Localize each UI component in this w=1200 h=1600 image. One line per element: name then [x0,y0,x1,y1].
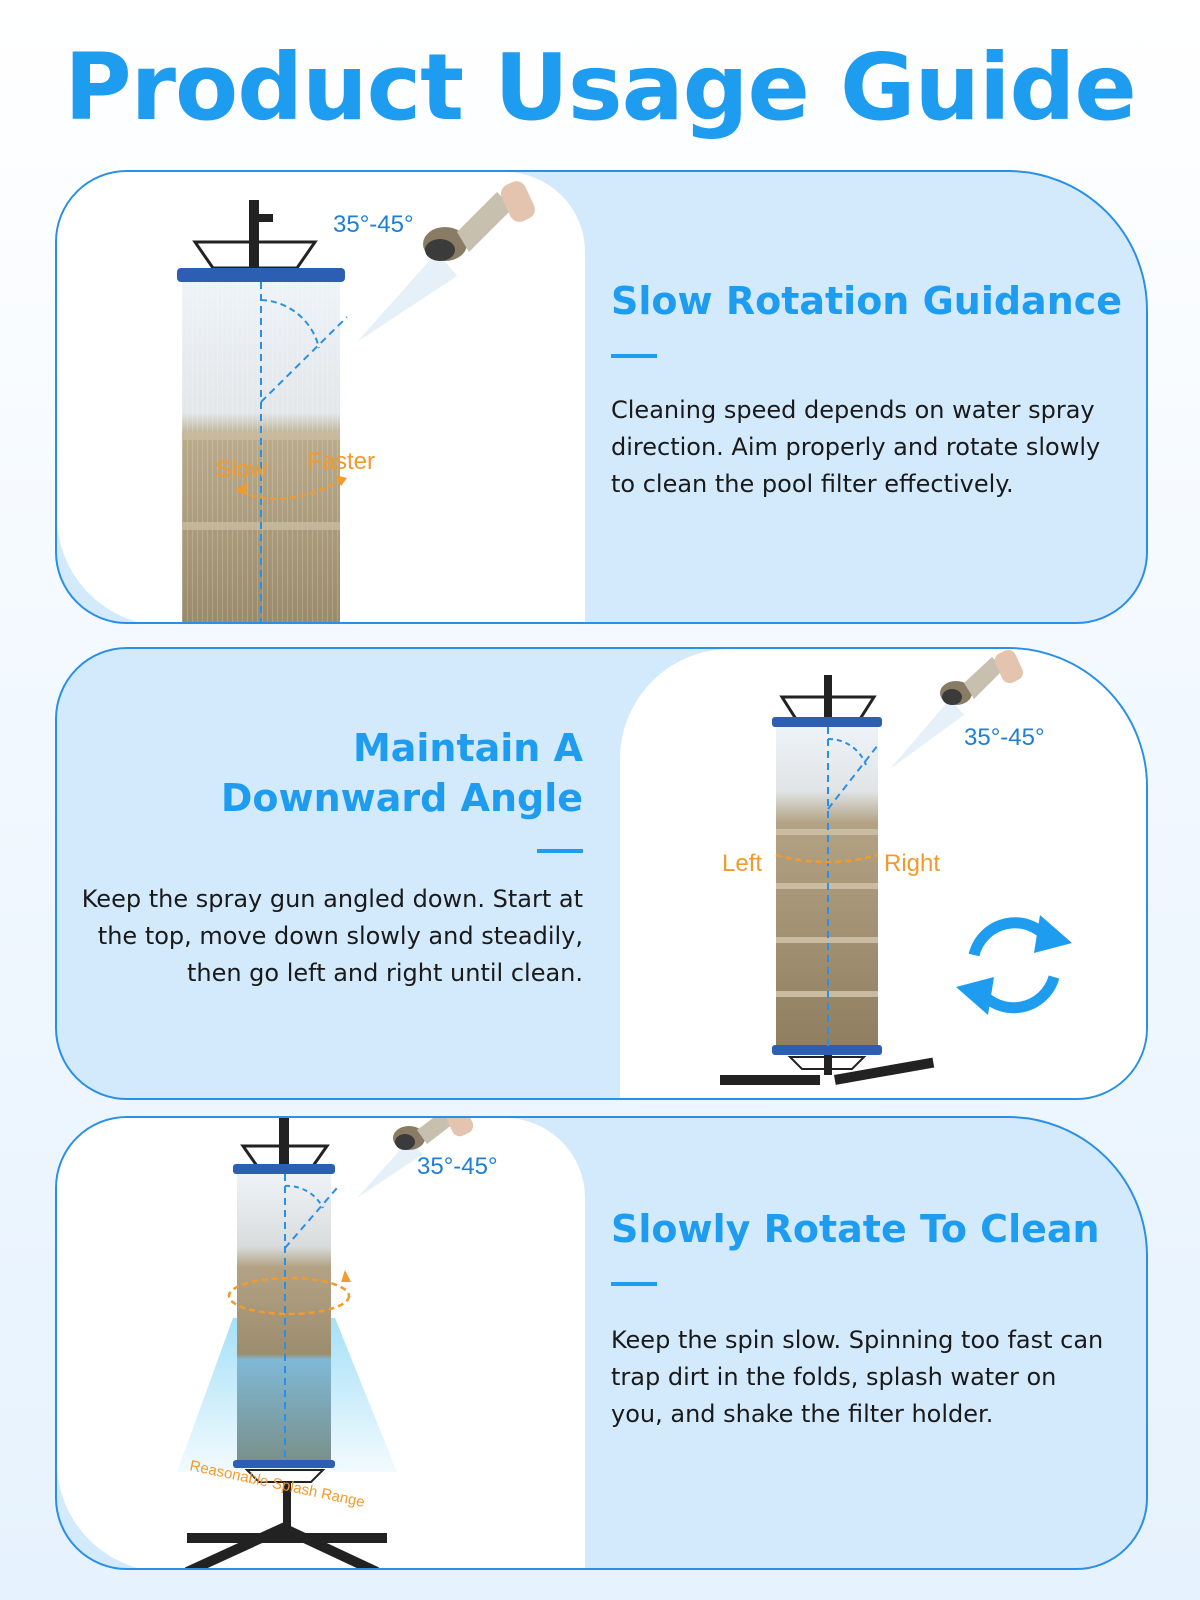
section-body: Cleaning speed depends on water spray di… [611,396,1101,498]
label-left: Left [722,850,762,877]
section-heading: Slow Rotation Guidance [611,279,1123,323]
label-slow: Slow [215,456,268,483]
spray-nozzle-icon [393,1118,474,1150]
angle-label-2: 35°-45° [964,724,1045,751]
filter-photo-3: Reasonable Splash Range 35°-45° [57,1118,585,1568]
label-faster: Faster [307,448,375,475]
rotate-arrows-icon [956,915,1072,1015]
divider [611,354,657,358]
divider [611,1282,657,1286]
section-slowly-rotate: Reasonable Splash Range 35°-45° Slowly R… [55,1116,1148,1570]
section-downward-angle: Maintain A Downward Angle Keep the spray… [55,647,1148,1100]
angle-label-3: 35°-45° [417,1153,498,1180]
section-body: Keep the spray gun angled down. Start at… [81,885,583,987]
filter-photo-2: Left Right 35°-45° [620,649,1146,1098]
spray-nozzle-icon [940,650,1024,705]
section-heading-line1: Maintain A [352,726,583,770]
divider [537,849,583,853]
label-right: Right [884,850,940,877]
section-heading-line2: Downward Angle [220,776,583,820]
section-slow-rotation: Slow Faster 35°-45° Slow Rotation Guidan… [55,170,1148,624]
filter-photo-1: Slow Faster 35°-45° [57,172,585,622]
page-title: Product Usage Guide [64,34,1137,141]
angle-label-1: 35°-45° [333,211,414,238]
section-body: Keep the spin slow. Spinning too fast ca… [611,1326,1104,1428]
section-heading: Slowly Rotate To Clean [611,1207,1100,1251]
spray-nozzle-icon [423,181,535,261]
